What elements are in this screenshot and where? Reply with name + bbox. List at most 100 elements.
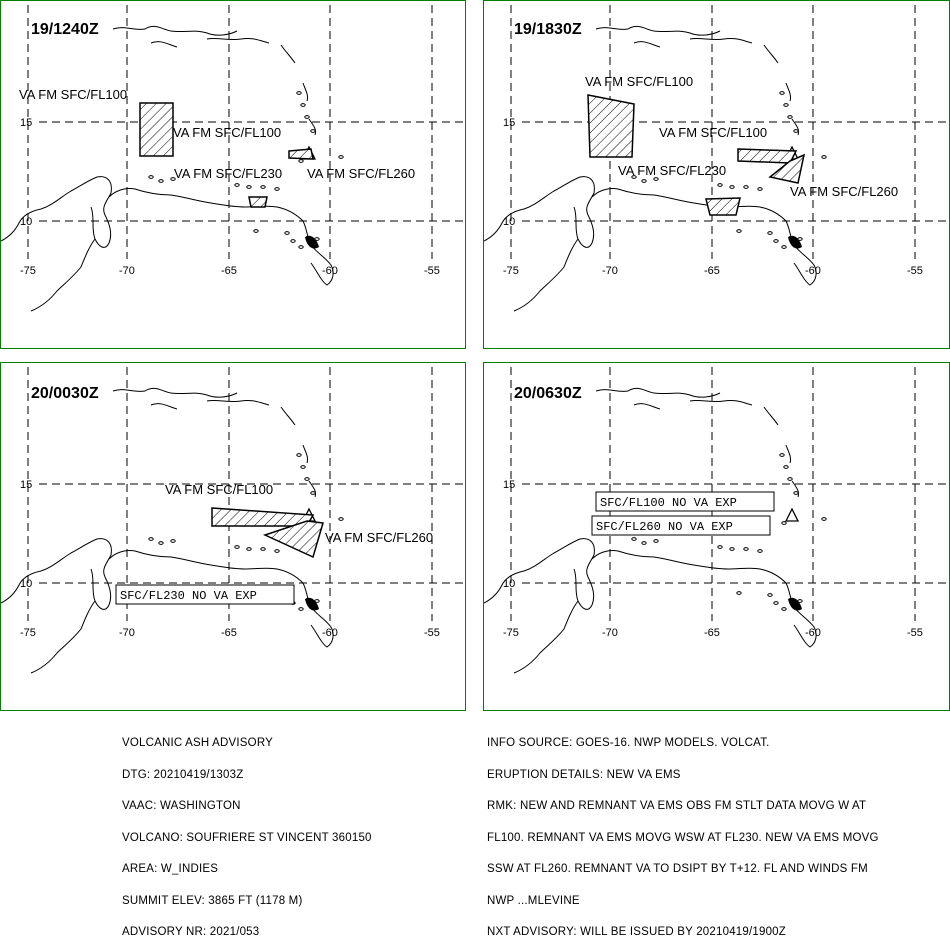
coastline xyxy=(791,480,799,498)
island xyxy=(338,155,344,159)
coastline xyxy=(785,82,791,102)
island xyxy=(767,231,773,235)
no-va-label: SFC/FL100 NO VA EXP xyxy=(600,496,737,510)
lon-tick-label: -65 xyxy=(221,265,237,277)
lon-tick-label: -55 xyxy=(424,265,440,277)
island xyxy=(246,185,252,189)
ash-cloud-fl230 xyxy=(705,197,741,216)
lat-tick-label: 15 xyxy=(503,479,515,491)
no-va-label: SFC/FL230 NO VA EXP xyxy=(120,589,257,603)
ash-label: VA FM SFC/FL100 xyxy=(165,482,273,497)
no-va-box xyxy=(115,584,295,605)
island xyxy=(781,607,787,611)
lon-tick-label: -65 xyxy=(704,265,720,277)
lat-tick-label: 10 xyxy=(503,578,515,590)
coastline xyxy=(633,403,661,410)
trinidad-island xyxy=(788,235,802,249)
island xyxy=(631,537,637,541)
coastline xyxy=(595,387,721,398)
panel-time: 20/0630Z xyxy=(514,385,582,402)
island xyxy=(234,183,240,187)
coastline xyxy=(308,480,316,498)
panel-time: 20/0030Z xyxy=(31,385,99,402)
island xyxy=(743,185,749,189)
coastline xyxy=(513,600,579,674)
island xyxy=(757,187,763,191)
lon-tick-label: -75 xyxy=(20,265,36,277)
advisory-line: SUMMIT ELEV: 3865 FT (1178 M) xyxy=(122,894,303,907)
ash-label: VA FM SFC/FL100 xyxy=(19,87,127,102)
ash-cloud-fl230 xyxy=(248,196,268,208)
island xyxy=(631,175,637,179)
island xyxy=(298,159,304,163)
coastline xyxy=(308,118,316,136)
lat-tick-label: 15 xyxy=(20,479,32,491)
lon-tick-label: -60 xyxy=(805,627,821,639)
coastline xyxy=(150,403,178,410)
island xyxy=(641,541,647,545)
ash-label: VA FM SFC/FL100 xyxy=(173,125,281,140)
advisory-line: DTG: 20210419/1303Z xyxy=(122,768,244,781)
island xyxy=(300,465,306,469)
island xyxy=(260,547,266,551)
coastline xyxy=(108,188,334,286)
no-va-label: SFC/FL260 NO VA EXP xyxy=(596,520,733,534)
ash-cloud-fl260 xyxy=(262,520,324,559)
coastline xyxy=(112,387,238,398)
lon-tick-label: -60 xyxy=(805,265,821,277)
lat-tick-label: 10 xyxy=(20,578,32,590)
coastline xyxy=(280,44,296,64)
coastline xyxy=(689,37,753,44)
advisory-line: FL100. REMNANT VA EMS MOVG WSW AT FL230.… xyxy=(487,831,879,844)
island xyxy=(717,183,723,187)
coastline xyxy=(763,406,779,426)
ash-label: VA FM SFC/FL230 xyxy=(174,166,282,181)
lat-tick-label: 10 xyxy=(503,216,515,228)
no-va-box xyxy=(595,491,775,512)
coastline xyxy=(206,37,270,44)
island xyxy=(170,539,176,543)
lon-tick-label: -65 xyxy=(704,627,720,639)
island xyxy=(736,229,742,233)
advisory-line: ADVISORY NR: 2021/053 xyxy=(122,926,260,938)
island xyxy=(338,517,344,521)
advisory-header-right: INFO SOURCE: GOES-16. NWP MODELS. VOLCAT… xyxy=(487,717,879,948)
coastline xyxy=(302,444,308,464)
ash-cloud-fl100-west xyxy=(139,102,174,157)
lon-tick-label: -70 xyxy=(602,627,618,639)
lon-tick-label: -55 xyxy=(907,265,923,277)
island xyxy=(148,537,154,541)
ash-label: VA FM SFC/FL230 xyxy=(618,163,726,178)
island xyxy=(787,115,793,119)
island xyxy=(773,239,779,243)
island xyxy=(310,491,316,495)
island xyxy=(743,547,749,551)
island xyxy=(653,539,659,543)
coastline xyxy=(513,238,579,312)
island xyxy=(170,177,176,181)
coastline xyxy=(150,41,178,48)
lat-tick-label: 15 xyxy=(20,117,32,129)
island xyxy=(779,91,785,95)
island xyxy=(779,453,785,457)
lon-tick-label: -55 xyxy=(907,627,923,639)
coastline xyxy=(1,176,112,248)
island xyxy=(158,541,164,545)
coastline xyxy=(280,406,296,426)
island xyxy=(234,545,240,549)
advisory-line: NXT ADVISORY: WILL BE ISSUED BY 20210419… xyxy=(487,926,786,938)
advisory-line: INFO SOURCE: GOES-16. NWP MODELS. VOLCAT… xyxy=(487,737,770,749)
island xyxy=(300,103,306,107)
ash-cloud-fl100-east xyxy=(737,148,798,164)
advisory-line: VOLCANO: SOUFRIERE ST VINCENT 360150 xyxy=(122,831,372,844)
island xyxy=(304,115,310,119)
trinidad-island xyxy=(305,597,319,611)
